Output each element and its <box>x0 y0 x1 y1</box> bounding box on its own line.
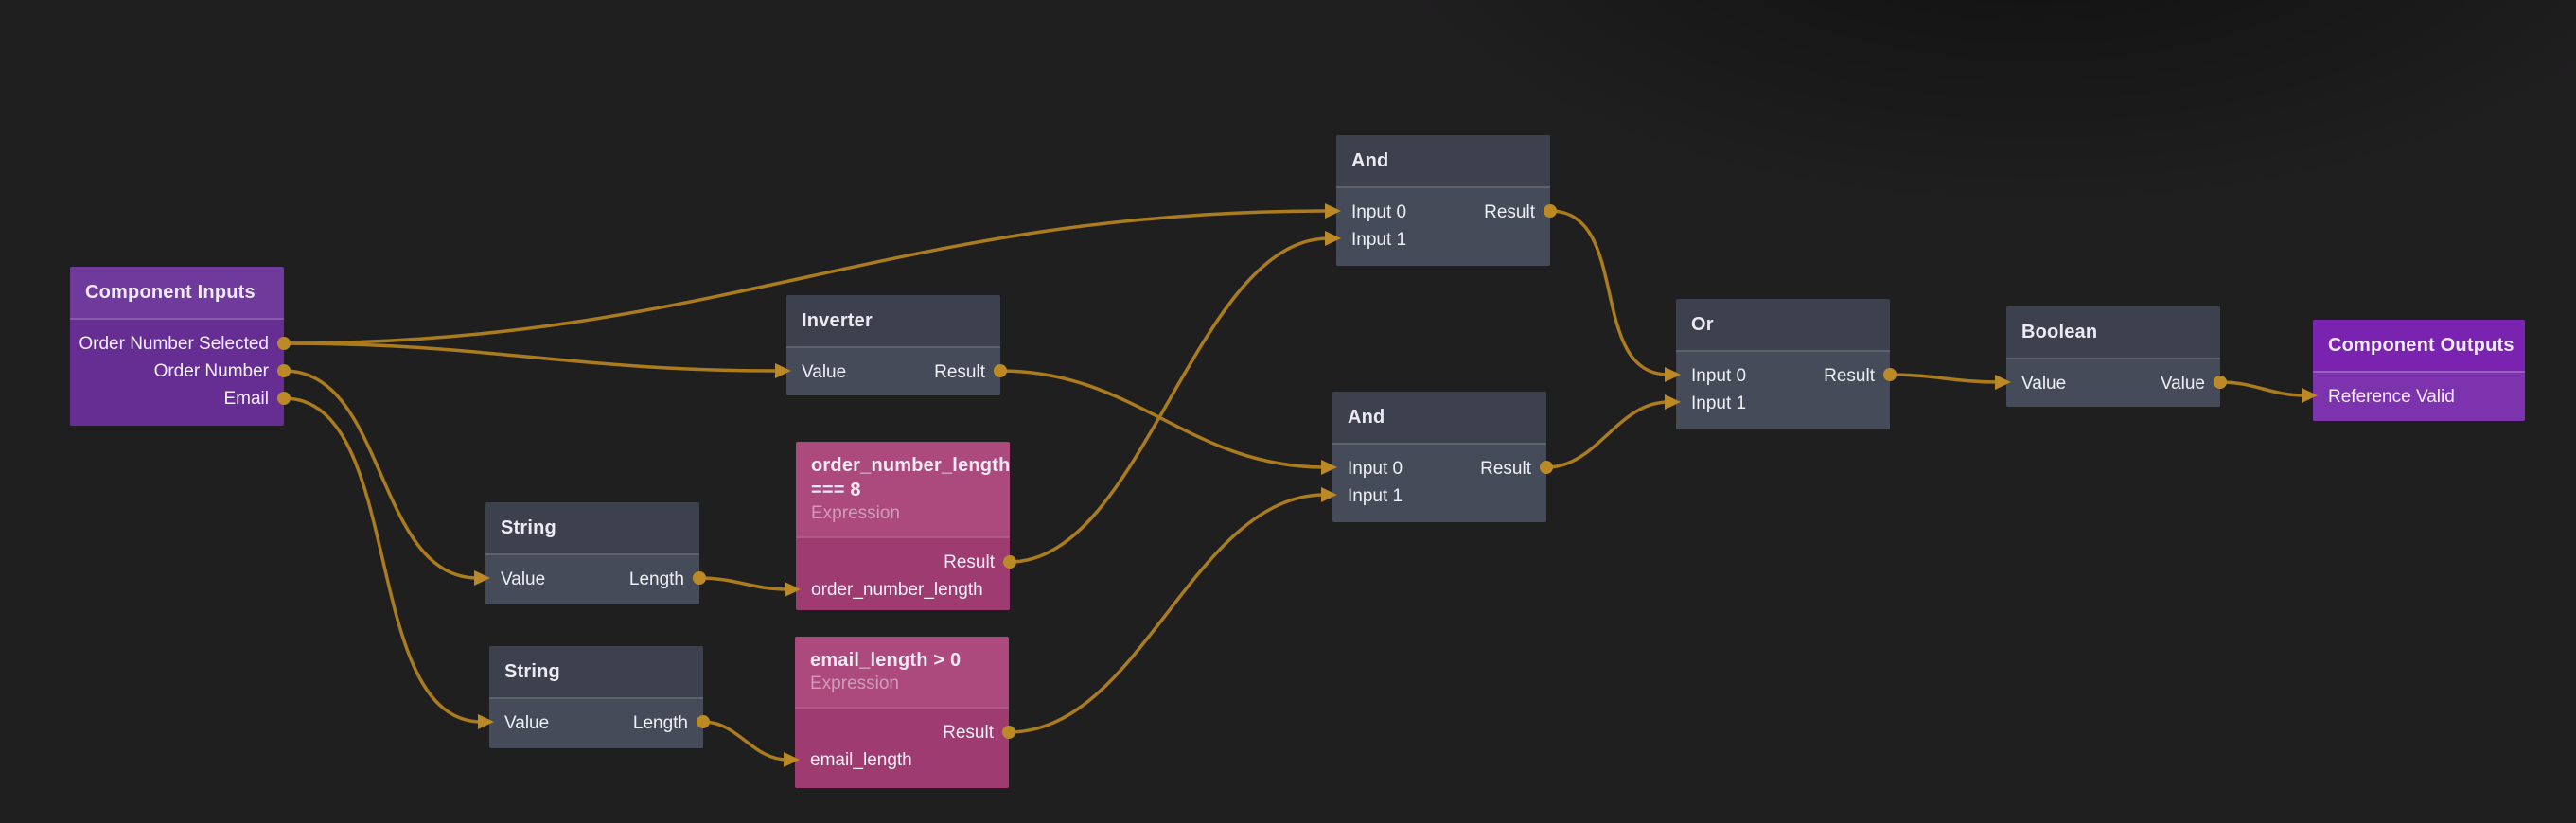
node-body: Order Number Selected Order Number Email <box>70 318 284 412</box>
node-title: Boolean <box>2021 321 2098 342</box>
input-port-label: Input 0 <box>1351 201 1407 222</box>
wire-e7[interactable] <box>998 369 1327 469</box>
wire-e13[interactable] <box>2218 380 2307 397</box>
input-port-label: Input 0 <box>1691 365 1747 386</box>
node-title: Inverter <box>802 309 873 331</box>
node-title: Component Inputs <box>85 281 256 303</box>
wire-e4[interactable] <box>282 396 484 724</box>
node-body: Value Length <box>489 697 703 748</box>
wire-e6[interactable] <box>701 720 789 762</box>
node-body: Value Value <box>2006 358 2220 407</box>
input-port-label: Value <box>504 712 550 733</box>
wire-e12[interactable] <box>1888 373 2001 384</box>
node-string-2[interactable]: String Value Length <box>489 646 703 748</box>
input-port-label: Value <box>802 361 847 382</box>
node-and-2[interactable]: And Input 0 Result Input 1 <box>1332 392 1546 522</box>
output-port-label: Result <box>1484 201 1535 222</box>
input-port-label: Input 1 <box>1691 393 1747 413</box>
node-header: And <box>1332 392 1546 443</box>
wire-e11[interactable] <box>1544 400 1670 469</box>
node-expression-email-length[interactable]: email_length > 0 Expression Result email… <box>795 637 1009 788</box>
output-port-label: Result <box>934 361 985 382</box>
input-port-label: Value <box>2021 373 2067 394</box>
input-port-label: Input 1 <box>1351 229 1407 250</box>
wire-e8[interactable] <box>1008 236 1331 564</box>
wire-e5[interactable] <box>697 576 790 591</box>
node-header: Component Inputs <box>70 267 284 318</box>
input-port-label: Input 1 <box>1348 485 1403 506</box>
output-port-label: Order Number Selected <box>79 333 269 354</box>
node-string-1[interactable]: String Value Length <box>485 502 699 604</box>
node-header: order_number_length === 8 Expression <box>796 442 1010 536</box>
input-port-label: Value <box>501 569 546 589</box>
input-port-label: email_length <box>810 749 912 770</box>
wire-e2[interactable] <box>282 341 781 373</box>
node-title: And <box>1351 149 1389 171</box>
output-port-label: Result <box>1480 458 1531 479</box>
node-header: String <box>489 646 703 697</box>
node-body: Result order_number_length <box>796 536 1010 604</box>
output-port-label: Length <box>632 712 688 733</box>
node-and-1[interactable]: And Input 0 Result Input 1 <box>1336 135 1550 266</box>
node-header: And <box>1336 135 1550 186</box>
node-body: Input 0 Result Input 1 <box>1336 186 1550 266</box>
node-body: Reference Valid <box>2313 371 2525 411</box>
node-component-inputs[interactable]: Component Inputs Order Number Selected O… <box>70 267 284 426</box>
node-title: order_number_length === 8 <box>811 455 1010 500</box>
node-component-outputs[interactable]: Component Outputs Reference Valid <box>2313 320 2525 421</box>
node-body: Input 0 Result Input 1 <box>1676 350 1890 429</box>
node-expression-order-number-length[interactable]: order_number_length === 8 Expression Res… <box>796 442 1010 610</box>
output-port-label: Order Number <box>153 360 269 381</box>
node-header: Boolean <box>2006 306 2220 358</box>
output-port-label: Result <box>1824 365 1875 386</box>
node-body: Result email_length <box>795 707 1009 774</box>
node-title: String <box>504 660 560 682</box>
node-header: Or <box>1676 299 1890 350</box>
node-header: email_length > 0 Expression <box>795 637 1009 707</box>
wire-e10[interactable] <box>1548 209 1670 376</box>
input-port-label: order_number_length <box>811 579 983 600</box>
node-title: Or <box>1691 313 1714 335</box>
output-port-label: Value <box>2160 373 2205 394</box>
node-title: email_length > 0 <box>810 650 962 671</box>
node-boolean[interactable]: Boolean Value Value <box>2006 306 2220 407</box>
wire-e9[interactable] <box>1007 493 1327 734</box>
node-body: Value Result <box>786 346 1000 395</box>
node-inverter[interactable]: Inverter Value Result <box>786 295 1000 395</box>
output-port-label: Email <box>223 388 269 409</box>
output-port-label: Length <box>628 569 684 589</box>
input-port-label: Reference Valid <box>2328 386 2455 407</box>
input-port-label: Input 0 <box>1348 458 1403 479</box>
node-title: And <box>1348 406 1385 428</box>
node-title: Component Outputs <box>2328 334 2514 356</box>
node-title: String <box>501 517 556 538</box>
node-header: String <box>485 502 699 553</box>
node-subtitle: Expression <box>811 503 900 523</box>
node-body: Value Length <box>485 553 699 604</box>
output-port-label: Result <box>943 722 994 743</box>
node-or[interactable]: Or Input 0 Result Input 1 <box>1676 299 1890 429</box>
wire-e3[interactable] <box>282 369 480 580</box>
node-header: Component Outputs <box>2313 320 2525 371</box>
node-body: Input 0 Result Input 1 <box>1332 443 1546 522</box>
node-header: Inverter <box>786 295 1000 346</box>
node-subtitle: Expression <box>810 674 899 693</box>
output-port-label: Result <box>944 552 995 572</box>
